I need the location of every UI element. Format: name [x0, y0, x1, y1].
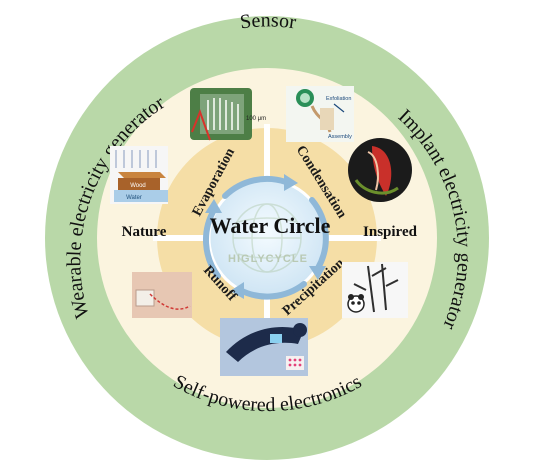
arrow-bottom: [237, 281, 307, 300]
globe-watermark-icon: [232, 203, 302, 273]
cycle-arrows: [202, 175, 329, 300]
center-watermark: HIGLYCYCLE: [228, 253, 308, 265]
center-title: Water Circle: [210, 213, 331, 238]
water-label: Water: [126, 195, 142, 201]
bamboo-panda-image: [342, 262, 408, 318]
assembly-label: Assembly: [328, 134, 352, 140]
pitcher-plant-image: [348, 138, 412, 202]
arrow-left: [202, 207, 221, 279]
label-inspired: Inspired: [363, 224, 418, 240]
microstructure-sem-image: 100 μm: [190, 88, 266, 141]
wood-evaporator-image: Wood Water: [110, 146, 168, 204]
label-nature: Nature: [122, 224, 167, 240]
arrow-right: [309, 197, 329, 271]
exfoliation-label: Exfoliation: [326, 96, 351, 102]
exfoliation-assembly-image: Exfoliation Assembly: [286, 86, 354, 142]
skin-patch-image: [132, 272, 192, 318]
arrow-heads: [205, 174, 326, 299]
swimmer-device-image: [220, 318, 308, 376]
ring-label-sensor: Sensor: [239, 9, 298, 33]
scale-bar-label: 100 μm: [246, 116, 266, 122]
wood-label: Wood: [130, 183, 146, 189]
arrow-top: [222, 175, 289, 199]
